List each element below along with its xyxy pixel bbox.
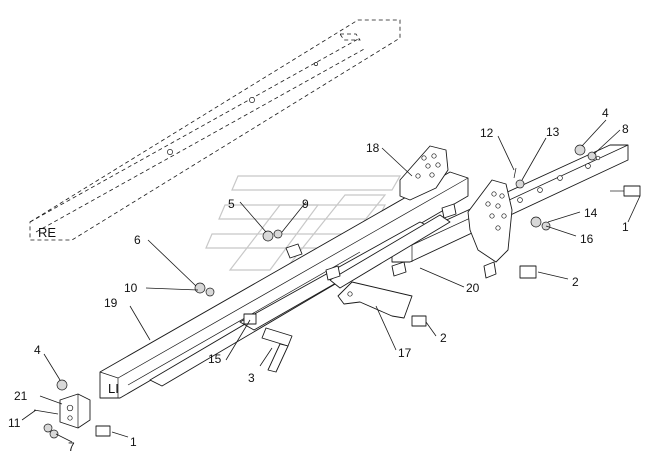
callout-labels: 1 1 2 2 3 4 4 5 6 7 8 9 10 11 12 13 14 1… [8,106,629,454]
callout-3: 3 [248,371,255,385]
right-side-label: RE [38,225,56,240]
callout-16: 16 [580,232,594,246]
leader-lines [21,119,641,443]
callout-7: 7 [68,440,75,454]
right-rail [29,19,401,241]
callout-1-left: 1 [130,435,137,449]
callout-6: 6 [134,233,141,247]
callout-1-right: 1 [622,220,629,234]
callout-13: 13 [546,125,560,139]
callout-17: 17 [398,346,412,360]
hook-plate-right [467,179,513,263]
hook-plate-18 [399,145,449,201]
callout-2-lower: 2 [440,331,447,345]
bracket-17 [337,281,413,319]
hitch-block-21 [59,393,91,429]
callout-10: 10 [124,281,138,295]
callout-8: 8 [622,122,629,136]
callout-5: 5 [228,197,235,211]
hardware-parts [33,144,641,439]
callout-18: 18 [366,141,380,155]
callout-20: 20 [466,281,480,295]
callout-19: 19 [104,296,118,310]
callout-14: 14 [584,206,598,220]
callout-2-right: 2 [572,275,579,289]
callout-21: 21 [14,389,28,403]
callout-9: 9 [302,197,309,211]
callout-15: 15 [208,352,222,366]
callout-4-top: 4 [602,106,609,120]
left-frame-arm [99,171,469,399]
callout-11: 11 [8,416,21,430]
callout-12: 12 [480,126,494,140]
left-side-label: LI [108,381,119,396]
callout-4-left: 4 [34,343,41,357]
